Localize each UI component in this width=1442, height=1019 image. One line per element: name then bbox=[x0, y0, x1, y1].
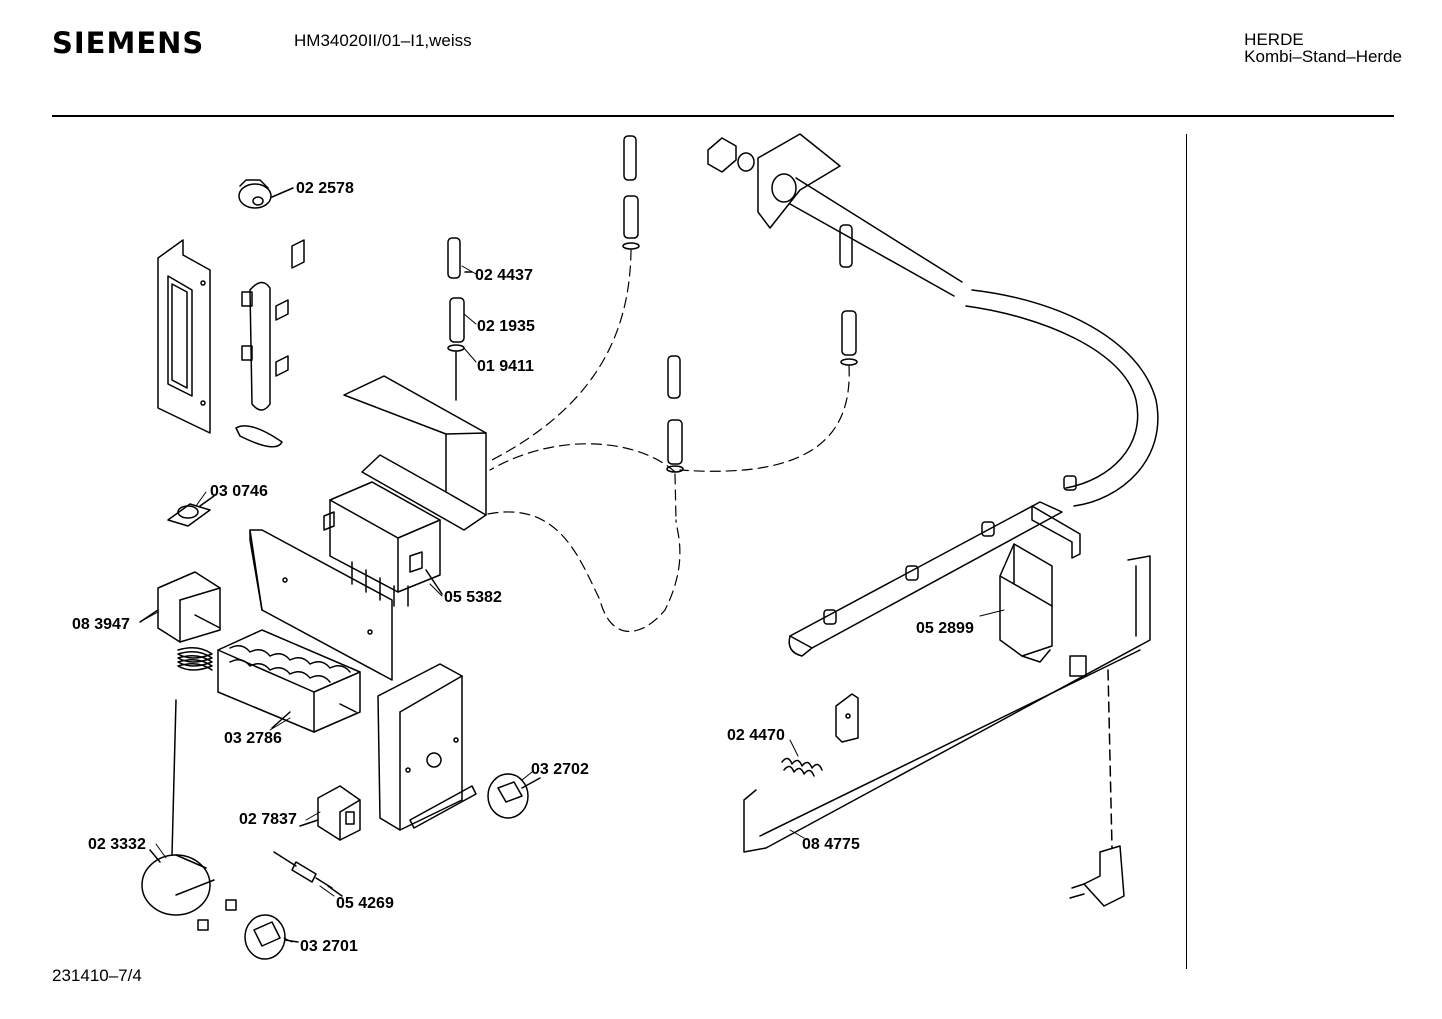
part-label-032786: 03 2786 bbox=[224, 730, 282, 747]
part-label-052899: 05 2899 bbox=[916, 620, 974, 637]
part-032701-drawing bbox=[244, 914, 299, 960]
part-label-032702: 03 2702 bbox=[531, 761, 589, 778]
part-labels: 02 2578 02 4437 02 1935 01 9411 03 0746 … bbox=[72, 180, 974, 955]
frame-panel-drawing bbox=[157, 239, 211, 434]
hinge-bracket-drawing bbox=[235, 239, 305, 448]
appliance-category: HERDE Kombi–Stand–Herde bbox=[1244, 31, 1402, 65]
part-label-027837: 02 7837 bbox=[239, 811, 297, 828]
control-bracket-drawing bbox=[377, 663, 477, 831]
part-083947-drawing bbox=[139, 571, 221, 856]
part-023332-drawing bbox=[141, 849, 237, 931]
part-032786-drawing bbox=[217, 629, 361, 733]
electrode-set-drawing bbox=[447, 135, 858, 473]
part-label-019411: 01 9411 bbox=[477, 358, 534, 375]
leader-lines bbox=[139, 265, 1005, 943]
part-label-030746: 03 0746 bbox=[210, 483, 268, 500]
gas-pipe-drawing bbox=[707, 133, 1159, 507]
burner-rail-drawing bbox=[788, 475, 1081, 657]
part-055382-drawing bbox=[323, 481, 443, 607]
document-number: 231410–7/4 bbox=[52, 966, 142, 985]
part-label-024470: 02 4470 bbox=[727, 727, 785, 744]
part-052899-drawing bbox=[999, 543, 1053, 663]
category-line-2: Kombi–Stand–Herde bbox=[1244, 47, 1402, 66]
cover-hood-drawing bbox=[343, 375, 487, 531]
part-084775-drawing bbox=[743, 555, 1151, 853]
part-label-083947: 08 3947 bbox=[72, 616, 130, 633]
part-054269-drawing bbox=[273, 851, 343, 897]
part-label-024437: 02 4437 bbox=[475, 267, 533, 284]
side-divider bbox=[1186, 134, 1187, 969]
part-032702-drawing bbox=[487, 773, 541, 819]
part-024470-drawing bbox=[781, 757, 823, 777]
part-label-055382: 05 5382 bbox=[444, 589, 502, 606]
part-label-054269: 05 4269 bbox=[336, 895, 394, 912]
electrode-leads-drawing bbox=[487, 249, 850, 632]
part-030746-drawing bbox=[167, 495, 215, 527]
part-label-022578: 02 2578 bbox=[296, 180, 354, 197]
part-label-084775: 08 4775 bbox=[802, 836, 860, 853]
power-cord-drawing bbox=[1069, 669, 1125, 907]
brand-logo: SIEMENS bbox=[52, 26, 205, 60]
model-number: HM34020II/01–I1,weiss bbox=[294, 31, 472, 50]
mounting-plate-drawing bbox=[249, 529, 393, 681]
header-rule bbox=[52, 115, 1394, 117]
small-plate-drawing bbox=[835, 693, 859, 743]
part-027837-drawing bbox=[299, 785, 361, 841]
part-label-023332: 02 3332 bbox=[88, 836, 146, 853]
part-label-032701: 03 2701 bbox=[300, 938, 358, 955]
category-line-1: HERDE bbox=[1244, 30, 1304, 49]
part-022578-drawing bbox=[238, 179, 294, 209]
part-label-021935: 02 1935 bbox=[477, 318, 535, 335]
